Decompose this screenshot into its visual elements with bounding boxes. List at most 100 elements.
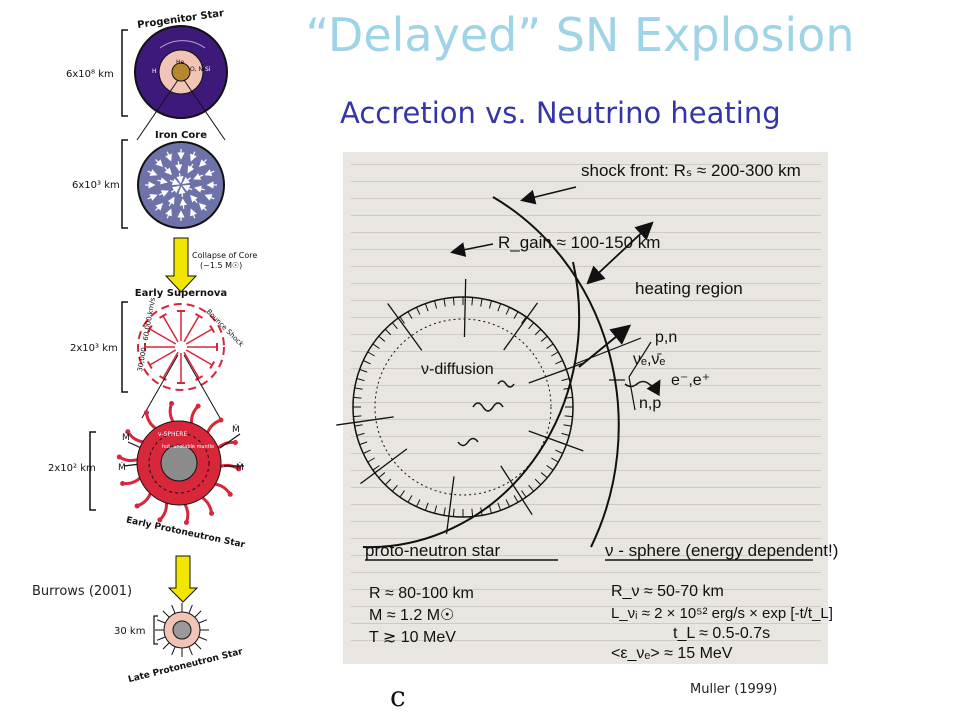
page-subtitle: Accretion vs. Neutrino heating [340,96,781,130]
infall-arrow [198,202,207,211]
hatch-mark [540,335,548,342]
hatch-mark [513,495,519,503]
nusphere-radius: R_ν ≈ 50-70 km [611,583,724,600]
scan-text-line [351,623,821,624]
infall-arrow [182,185,193,192]
infall-arrow [178,186,186,197]
hatch-mark [443,298,446,307]
shock-arrow-head [146,325,153,333]
shell-label-h: H [152,68,157,75]
hatch-mark [563,424,572,427]
hatch-mark [353,396,362,399]
neutrino-ray [194,610,202,618]
hatch-mark [452,297,455,306]
pns-radius: R ≈ 80-100 km [369,585,474,602]
neutrino-ray [445,476,455,535]
infall-arrow [147,169,158,176]
pns-title: proto-neutron star [365,541,500,560]
hatch-mark [561,378,570,382]
gain-radius-label: R_gain ≈ 100-150 km [498,233,660,252]
hatch-mark [407,311,413,319]
convective-plume [144,412,159,431]
early-sn-scale-bracket [121,301,128,393]
scan-text-line [351,419,821,420]
infall-arrow [182,176,191,185]
cooling-arrow [167,555,199,603]
neutrino-ray [198,619,208,624]
credit-muller: Muller (1999) [690,682,778,697]
plume-tip [236,466,242,472]
progenitor-scale-bracket [121,29,128,117]
neutrino-ray [171,604,176,614]
shock-arrow [183,315,200,343]
heating-region-label: heating region [635,279,743,298]
convective-plume [182,501,190,524]
pns-dotted-boundary [374,318,552,496]
infall-arrow [176,173,184,184]
neutrino-ray [188,604,193,614]
hatch-mark [513,311,519,319]
infall-arrow [155,159,164,168]
neutrino-ray [156,619,166,624]
hatch-mark [363,449,371,454]
hatch-mark [534,328,542,336]
neutrino-ray [198,636,208,641]
shock-front-pointer [520,186,577,205]
hatch-mark [528,484,535,492]
hatch-mark [384,328,392,336]
early-supernova [137,303,225,391]
page-title: “Delayed” SN Explosion [305,8,855,62]
neutrino-ray [156,636,166,641]
scan-text-line [351,351,821,352]
infall-arrow [171,185,180,194]
scan-text-line [351,538,821,539]
plume-tip [169,400,175,406]
late-protoneutron-star [155,603,209,657]
hatch-mark [353,415,362,418]
shock-arrow-head [159,375,167,382]
shock-arrow-head [195,375,203,382]
shock-arrow-head [209,325,216,333]
hatch-mark [354,387,363,390]
plume-tip [120,481,126,487]
scan-text-line [351,606,821,607]
scan-text-line [351,453,821,454]
mantle-label: hot, unstable mantle [162,444,214,450]
accretion-arrow [219,433,241,449]
hatch-mark [540,472,548,479]
scan-text-line [351,640,821,641]
plume-tip [227,491,233,497]
late-pns-scale-bracket [153,615,158,645]
plume-tip [134,503,140,509]
scan-text-line [351,436,821,437]
progenitor-star [134,25,228,119]
nusphere-mean-energy: <ε_νₑ> ≈ 15 MeV [611,645,733,662]
hatch-mark [424,303,429,312]
infall-arrow [155,202,164,211]
scan-text-line [351,198,821,199]
scan-text-line [351,555,821,556]
hatch-mark [521,490,527,498]
hatch-mark [521,316,527,324]
shell-label-one: O, Ne [190,66,207,73]
gain-radius-pointer [450,242,494,258]
infall-arrow [204,169,215,176]
convective-plume [126,430,146,444]
hatch-mark [372,465,380,471]
hatch-mark [391,484,398,492]
hatch-mark [480,298,483,307]
scan-text-line [351,181,821,182]
scan-text-line [351,368,821,369]
scan-text-line [351,402,821,403]
convective-plume [205,418,222,435]
infall-arrow [165,151,172,162]
infall-arrow [190,151,197,162]
accretion-symbol-4: Ṁ [236,462,244,473]
scan-text-line [351,572,821,573]
plume-tip [209,510,215,516]
neutrino-ray [360,448,408,485]
nu-sphere-label: ν-SPHERE [158,431,187,438]
plume-tip [157,517,163,523]
scan-text-line [351,487,821,488]
infall-arrow [167,196,175,207]
